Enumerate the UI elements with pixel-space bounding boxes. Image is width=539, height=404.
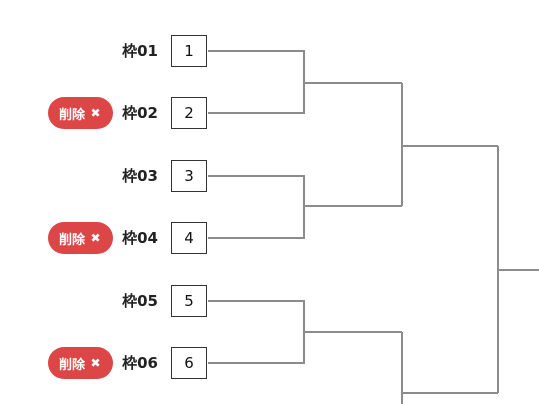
slot-label-03: 枠03 — [122, 167, 158, 185]
close-icon: ✖ — [90, 355, 101, 370]
slot-label-05: 枠05 — [122, 292, 158, 310]
bracket-connector-r1-b — [208, 175, 402, 239]
close-icon: ✖ — [90, 230, 101, 245]
seed-box-04: 4 — [171, 222, 207, 254]
bracket-connector-r1-a — [208, 50, 402, 114]
close-icon: ✖ — [90, 105, 101, 120]
seed-box-02: 2 — [171, 97, 207, 129]
bracket-connector-r2-b — [401, 332, 498, 404]
delete-button-label: 削除 — [58, 232, 85, 248]
bracket-connector-r2-a — [401, 83, 498, 206]
delete-button-slot-02[interactable]: 削除 ✖ — [48, 97, 113, 129]
seed-box-05: 5 — [171, 285, 207, 317]
slot-label-04: 枠04 — [122, 229, 158, 247]
seed-box-06: 6 — [171, 347, 207, 379]
seed-box-03: 3 — [171, 160, 207, 192]
delete-button-label: 削除 — [58, 357, 85, 373]
delete-button-label: 削除 — [58, 107, 85, 123]
bracket-connector-r3 — [497, 146, 539, 393]
delete-button-slot-04[interactable]: 削除 ✖ — [48, 222, 113, 254]
bracket-connector-r1-c — [208, 300, 402, 364]
delete-button-slot-06[interactable]: 削除 ✖ — [48, 347, 113, 379]
seed-box-01: 1 — [171, 35, 207, 67]
slot-label-01: 枠01 — [122, 42, 158, 60]
slot-label-06: 枠06 — [122, 354, 158, 372]
slot-label-02: 枠02 — [122, 104, 158, 122]
